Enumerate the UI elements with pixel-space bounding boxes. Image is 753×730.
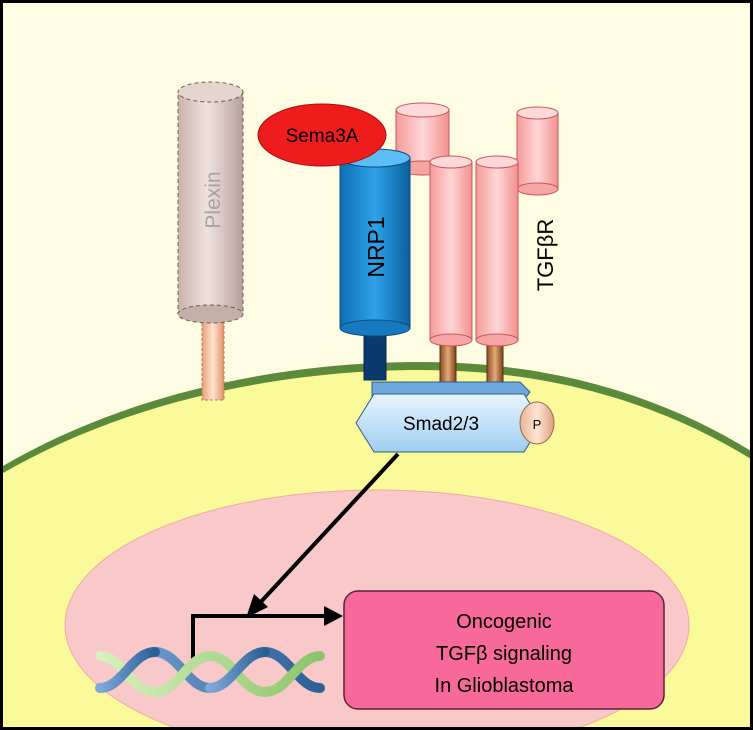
plexin-bottom-cap — [177, 304, 244, 324]
outcome-line-1: Oncogenic — [456, 611, 552, 633]
dna-strand-green — [95, 650, 325, 698]
tgfbr-domain-right-top — [516, 106, 559, 120]
phosphate-group — [519, 401, 555, 445]
tgfbr-subunit-right-top — [475, 155, 519, 169]
outcome-line-2: TGFβ signaling — [436, 643, 572, 665]
phosphate-label: P — [533, 417, 542, 432]
tgfbr-domain-left-top — [395, 102, 450, 118]
smad-complex: Smad2/3 P — [355, 381, 555, 453]
transcription-arrow — [191, 614, 328, 660]
outcome-box-bg — [343, 590, 665, 710]
dna-strand-blue-front-2 — [205, 647, 270, 693]
nrp1-label: NRP1 — [363, 216, 389, 277]
plexin-label: Plexin — [202, 171, 225, 228]
tgfbr-receptor: TGFβR — [395, 102, 559, 383]
tgfbr-subunit-right — [475, 161, 519, 341]
tgfbr-extracellular-domain-right — [516, 112, 559, 190]
plexin-receptor: Plexin — [177, 81, 244, 401]
transcription-arrowhead — [324, 606, 343, 626]
plexin-top-cap — [177, 81, 244, 103]
nrp1-receptor: NRP1 — [339, 148, 411, 381]
sema3a-ligand: Sema3A — [257, 103, 387, 167]
sema3a-label: Sema3A — [286, 126, 359, 147]
outcome-box: Oncogenic TGFβ signaling In Glioblastoma — [343, 590, 665, 710]
plexin-body — [177, 91, 244, 315]
tgfbr-subunit-left-top — [429, 155, 473, 169]
tgfbr-domain-right-bottom — [516, 182, 559, 196]
smad-label: Smad2/3 — [403, 414, 479, 435]
nrp1-bottom-cap — [339, 319, 411, 337]
outcome-line-3: In Glioblastoma — [435, 675, 575, 697]
smad-protein — [355, 393, 543, 453]
tgfbr-label: TGFβR — [533, 219, 558, 292]
smad-to-dna-arrowhead — [246, 594, 268, 618]
smad-to-dna-arrow — [256, 452, 400, 607]
tgfbr-subunit-left — [429, 161, 473, 341]
dna-strand-blue-front-1 — [95, 647, 160, 693]
dna-helix — [95, 646, 325, 698]
tgfbr-subunit-left-bottom — [429, 333, 473, 347]
nrp1-body — [339, 157, 411, 329]
tgfbr-subunit-right-bottom — [475, 333, 519, 347]
signaling-arrows — [191, 452, 400, 660]
sema3a-shape — [257, 103, 387, 167]
